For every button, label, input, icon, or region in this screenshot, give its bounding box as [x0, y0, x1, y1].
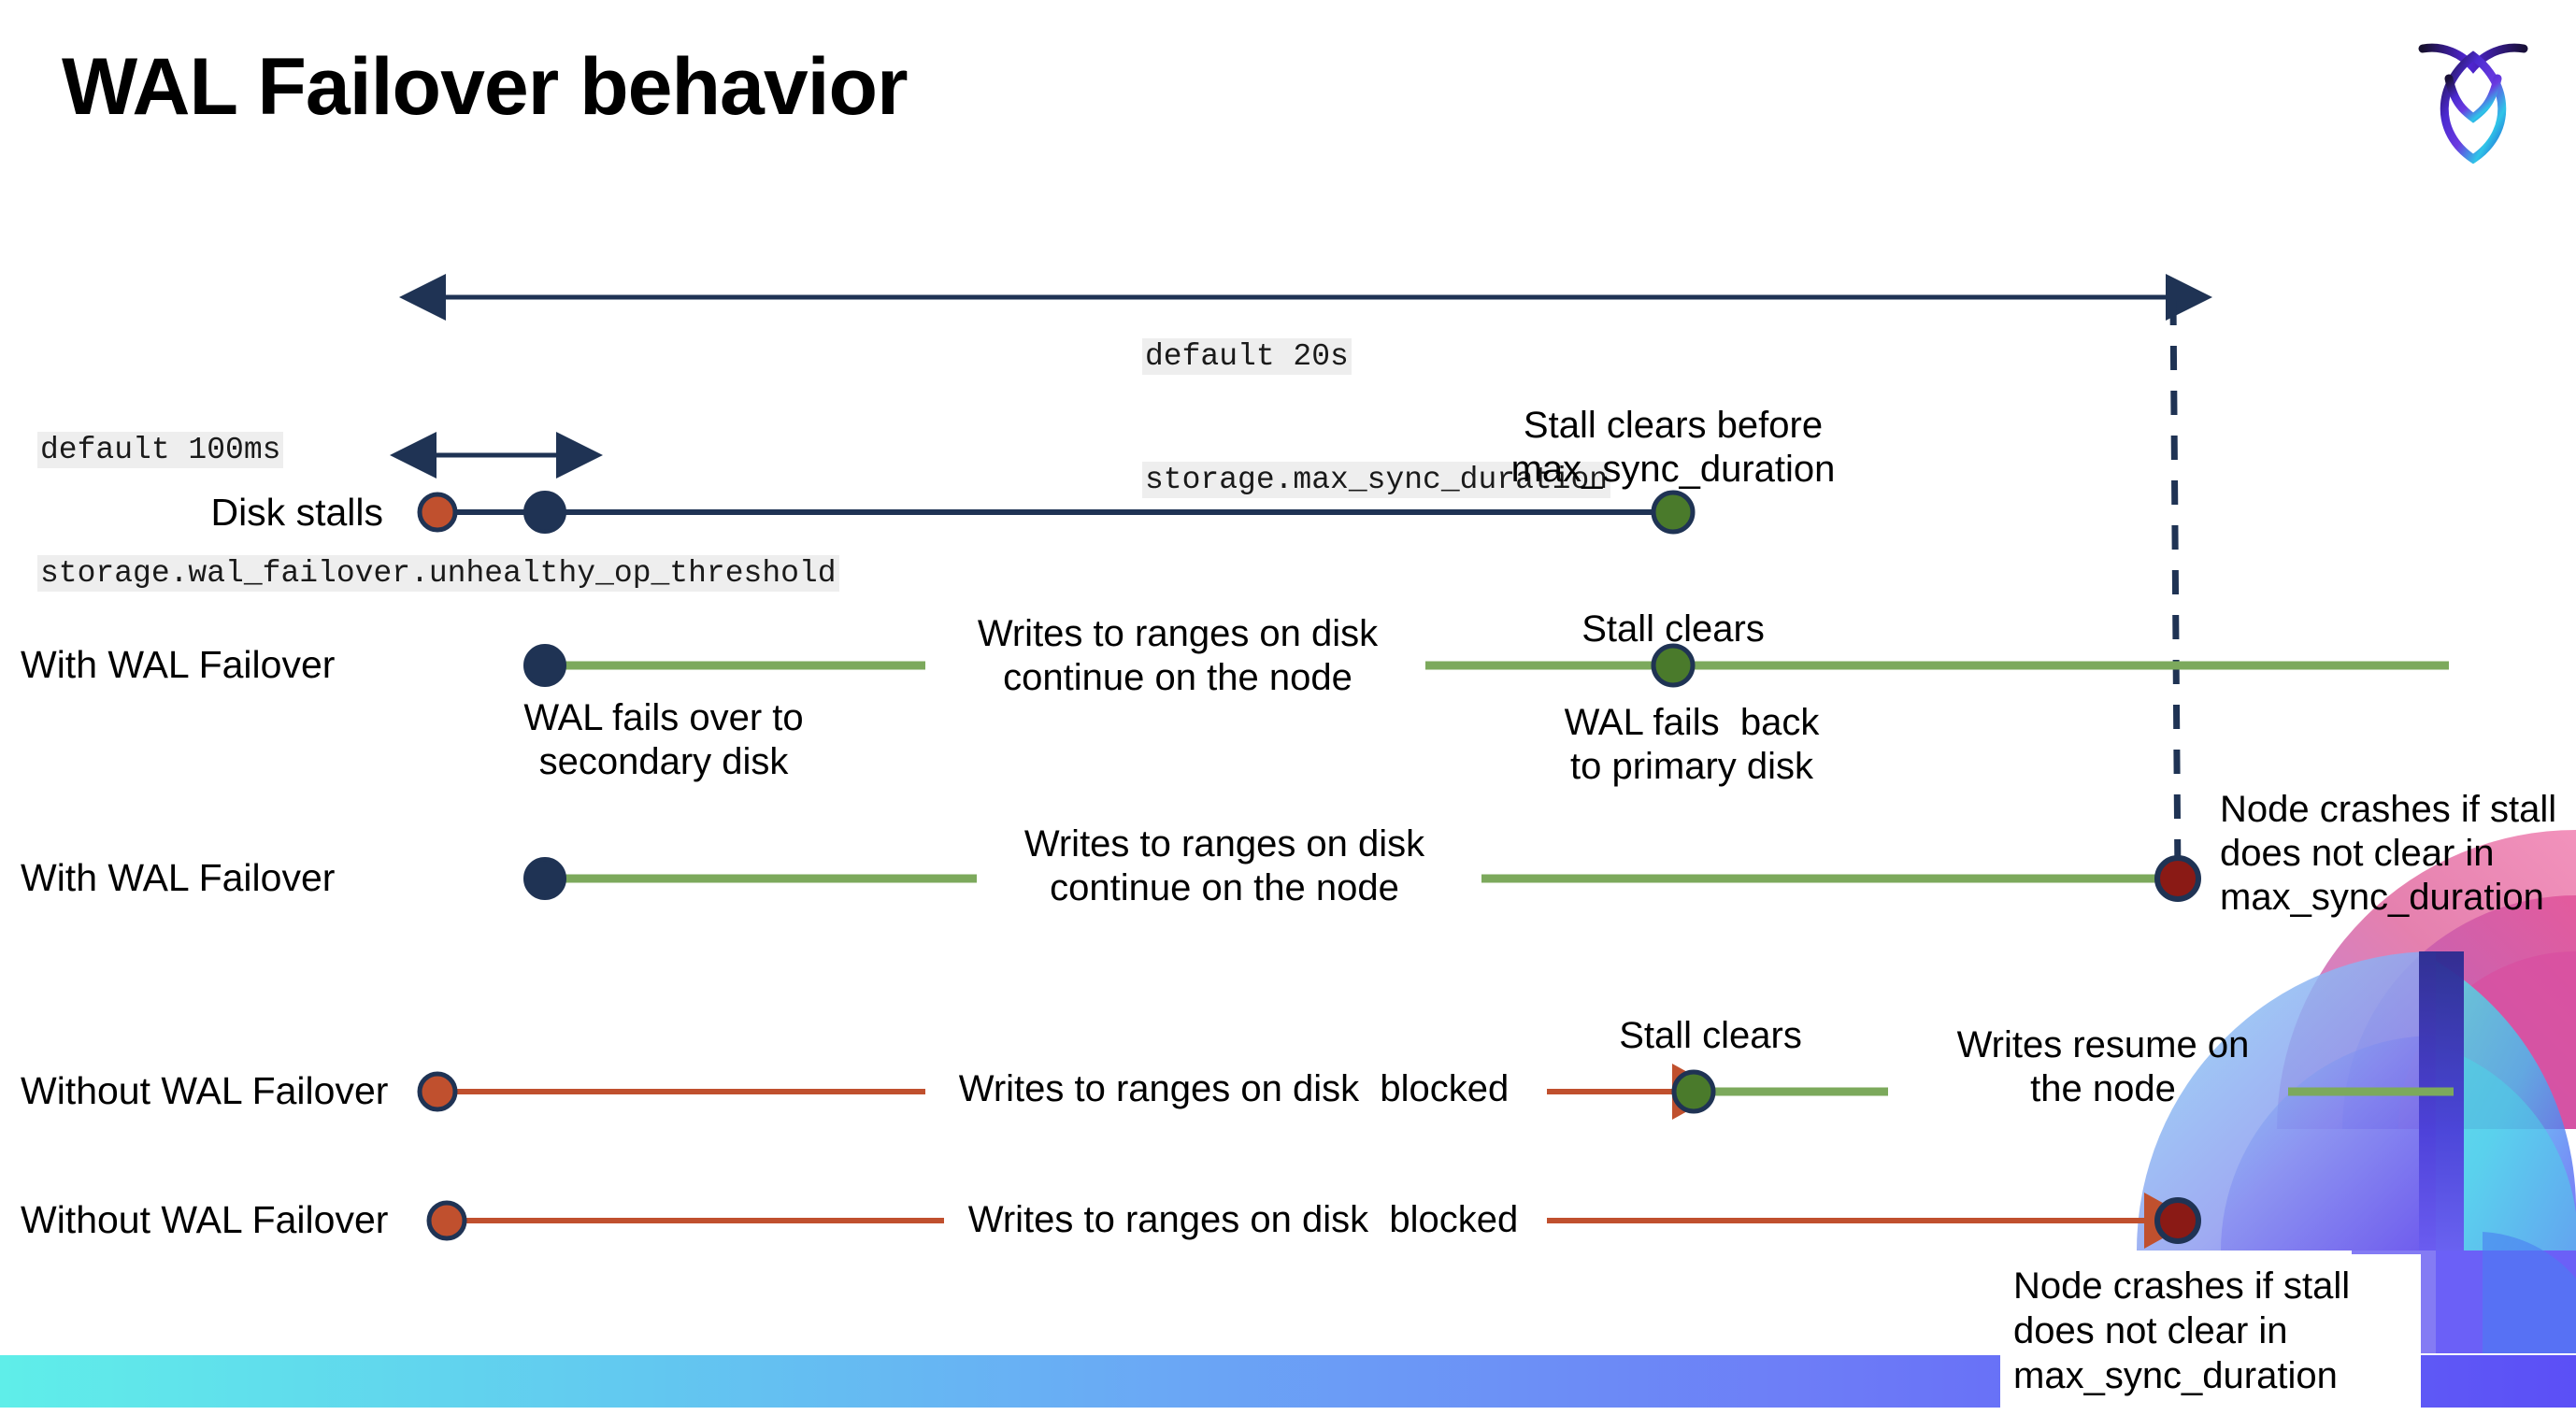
note-writes-blocked-2: Writes to ranges on disk blocked	[967, 1199, 1519, 1240]
row-label-with-wal-failover-2: With WAL Failover	[21, 856, 336, 899]
unhealthy-setting-label: storage.wal_failover.unhealthy_op_thresh…	[37, 555, 839, 592]
unhealthy-default-label: default 100ms	[37, 432, 284, 468]
max-sync-duration-dashed-line	[2169, 300, 2182, 879]
note-node-crashes-2: Node crashes if stall does not clear in …	[2000, 1254, 2421, 1415]
row-disk-stalls-timeline	[417, 490, 1696, 535]
note-writes-continue-1: Writes to ranges on disk continue on the…	[977, 613, 1379, 698]
note-writes-continue-2: Writes to ranges on disk continue on the…	[1023, 823, 1425, 908]
row-with-wal-failover-recovers-timeline	[523, 643, 2449, 688]
row-label-disk-stalls: Disk stalls	[210, 491, 383, 534]
unhealthy-op-threshold-annotation: default 100ms storage.wal_failover.unhea…	[37, 348, 839, 677]
note-stall-clears-1: Stall clears	[1581, 608, 1765, 650]
max-sync-duration-annotation: default 20s storage.max_sync_duration	[1142, 254, 1611, 583]
note-node-crashes-1: Node crashes if stall does not clear in …	[2220, 789, 2557, 918]
note-wal-fails-over: WAL fails over to secondary disk	[523, 697, 804, 782]
max-sync-default-label: default 20s	[1142, 338, 1352, 375]
row-label-without-wal-failover-1: Without WAL Failover	[21, 1069, 389, 1112]
cockroachdb-logo-icon	[2418, 43, 2528, 164]
note-writes-blocked-1: Writes to ranges on disk blocked	[958, 1068, 1510, 1109]
row-label-with-wal-failover-1: With WAL Failover	[21, 643, 336, 686]
note-wal-fails-back: WAL fails back to primary disk	[1564, 702, 1820, 787]
row-label-without-wal-failover-2: Without WAL Failover	[21, 1198, 389, 1241]
note-stall-clears-2: Stall clears	[1619, 1015, 1802, 1056]
row-without-wal-failover-recovers-timeline	[417, 1064, 2454, 1120]
max-sync-setting-label: storage.max_sync_duration	[1142, 462, 1611, 498]
page-title: WAL Failover behavior	[62, 42, 909, 132]
row-without-wal-failover-crashes-timeline	[426, 1193, 2201, 1249]
row-with-wal-failover-crashes-timeline	[523, 855, 2201, 902]
note-writes-resume: Writes resume on the node	[1956, 1024, 2250, 1109]
note-stall-clears-before-max-sync: Stall clears before max_sync_duration	[1510, 405, 1836, 490]
